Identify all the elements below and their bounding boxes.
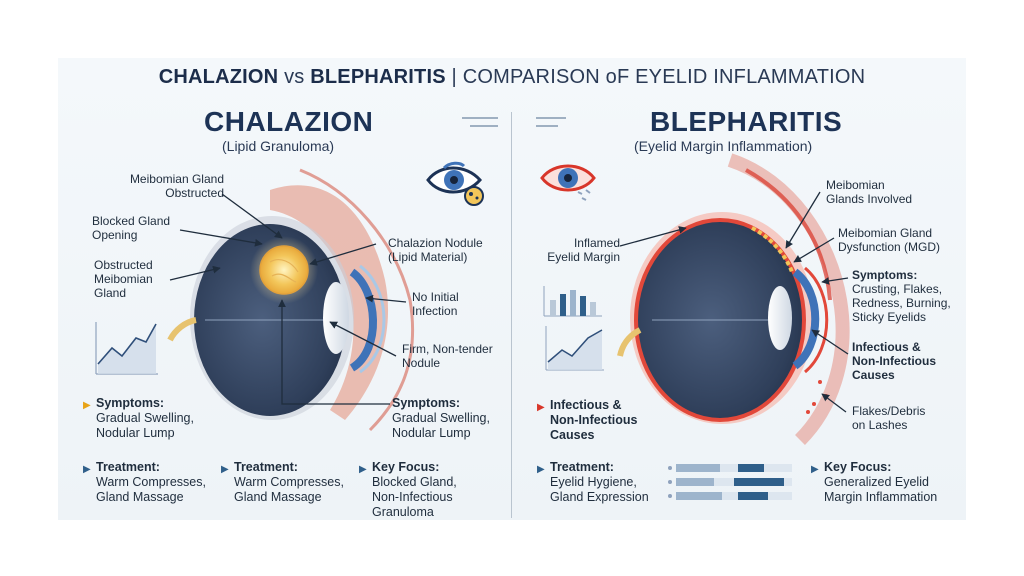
chalazion-treatment-2: ▶ Treatment: Warm Compresses,Gland Massa… <box>221 460 344 504</box>
chalazion-key-focus: ▶ Key Focus: Blocked Gland,Non-Infectiou… <box>359 460 457 519</box>
chalazion-heading: CHALAZION <box>204 106 374 137</box>
bullet-icon: ▶ <box>811 464 819 475</box>
blepharitis-arrows <box>619 191 849 413</box>
label-chalazion-nodule: Chalazion Nodule(Lipid Material) <box>388 236 483 264</box>
eye-icon <box>426 161 484 206</box>
line-chart-icon-left <box>95 322 158 375</box>
progress-bars-icon <box>668 464 792 500</box>
chalazion-symptoms-right: Symptoms: Gradual Swelling,Nodular Lump <box>392 396 490 440</box>
bullet-icon: ▶ <box>221 464 229 475</box>
red-eye-icon <box>540 164 596 201</box>
chalazion-eye-diagram <box>167 168 415 432</box>
blepharitis-subheading: (Eyelid Margin Inflammation) <box>634 138 813 154</box>
blepharitis-eye-diagram <box>617 153 850 445</box>
chalazion-subheading: (Lipid Granuloma) <box>222 138 335 154</box>
blepharitis-heading: BLEPHARITIS <box>650 106 843 137</box>
red-bullet-icon: ▶ <box>537 402 545 413</box>
blepharitis-treatment: ▶ Treatment: Eyelid Hygiene,Gland Expres… <box>537 460 649 504</box>
bar-chart-icon <box>543 286 602 317</box>
warning-bullet-icon: ▶ <box>83 400 91 411</box>
page-title: CHALAZION vs BLEPHARITIS | COMPARISON oF… <box>158 66 866 88</box>
chalazion-treatment-1: ▶ Treatment: Warm Compresses,Gland Massa… <box>83 460 206 504</box>
chalazion-arrows <box>169 193 407 405</box>
decorative-lines-right <box>536 117 566 127</box>
line-chart-icon-right <box>545 326 604 371</box>
bullet-icon: ▶ <box>537 464 545 475</box>
label-blepharitis-symptoms: Symptoms: Crusting, Flakes,Redness, Burn… <box>852 268 951 324</box>
center-divider <box>511 112 512 518</box>
decorative-lines-left <box>462 117 498 127</box>
bullet-icon: ▶ <box>83 464 91 475</box>
chalazion-symptoms-left: ▶ Symptoms: Gradual Swelling,Nodular Lum… <box>83 396 194 440</box>
bullet-icon: ▶ <box>359 464 367 475</box>
